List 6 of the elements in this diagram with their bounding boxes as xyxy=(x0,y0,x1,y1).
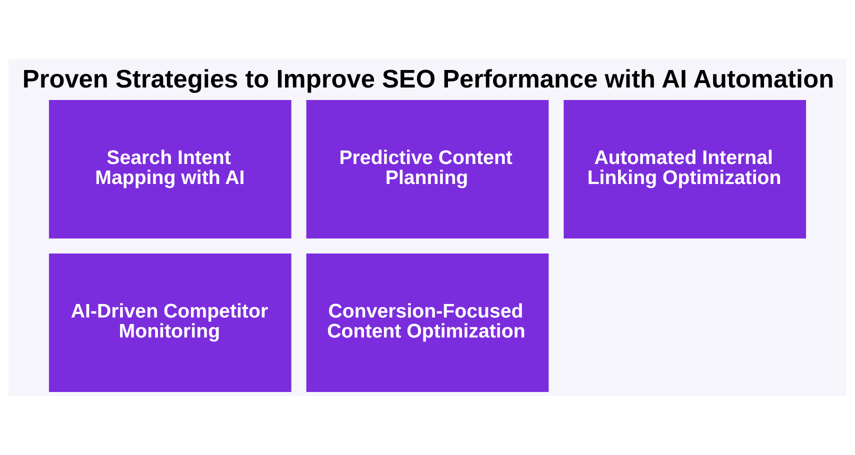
node-box: AI-Driven Competitor Monitoring xyxy=(48,253,292,392)
node-box: Automated Internal Linking Optimization xyxy=(564,100,806,238)
node-box: Predictive Content Planning xyxy=(306,100,549,238)
node-box: Search Intent Mapping with AI xyxy=(48,100,292,238)
node-box: Conversion-Focused Content Optimization xyxy=(306,253,549,392)
diagram-title: Proven Strategies to Improve SEO Performance with AI Automation xyxy=(22,65,834,94)
